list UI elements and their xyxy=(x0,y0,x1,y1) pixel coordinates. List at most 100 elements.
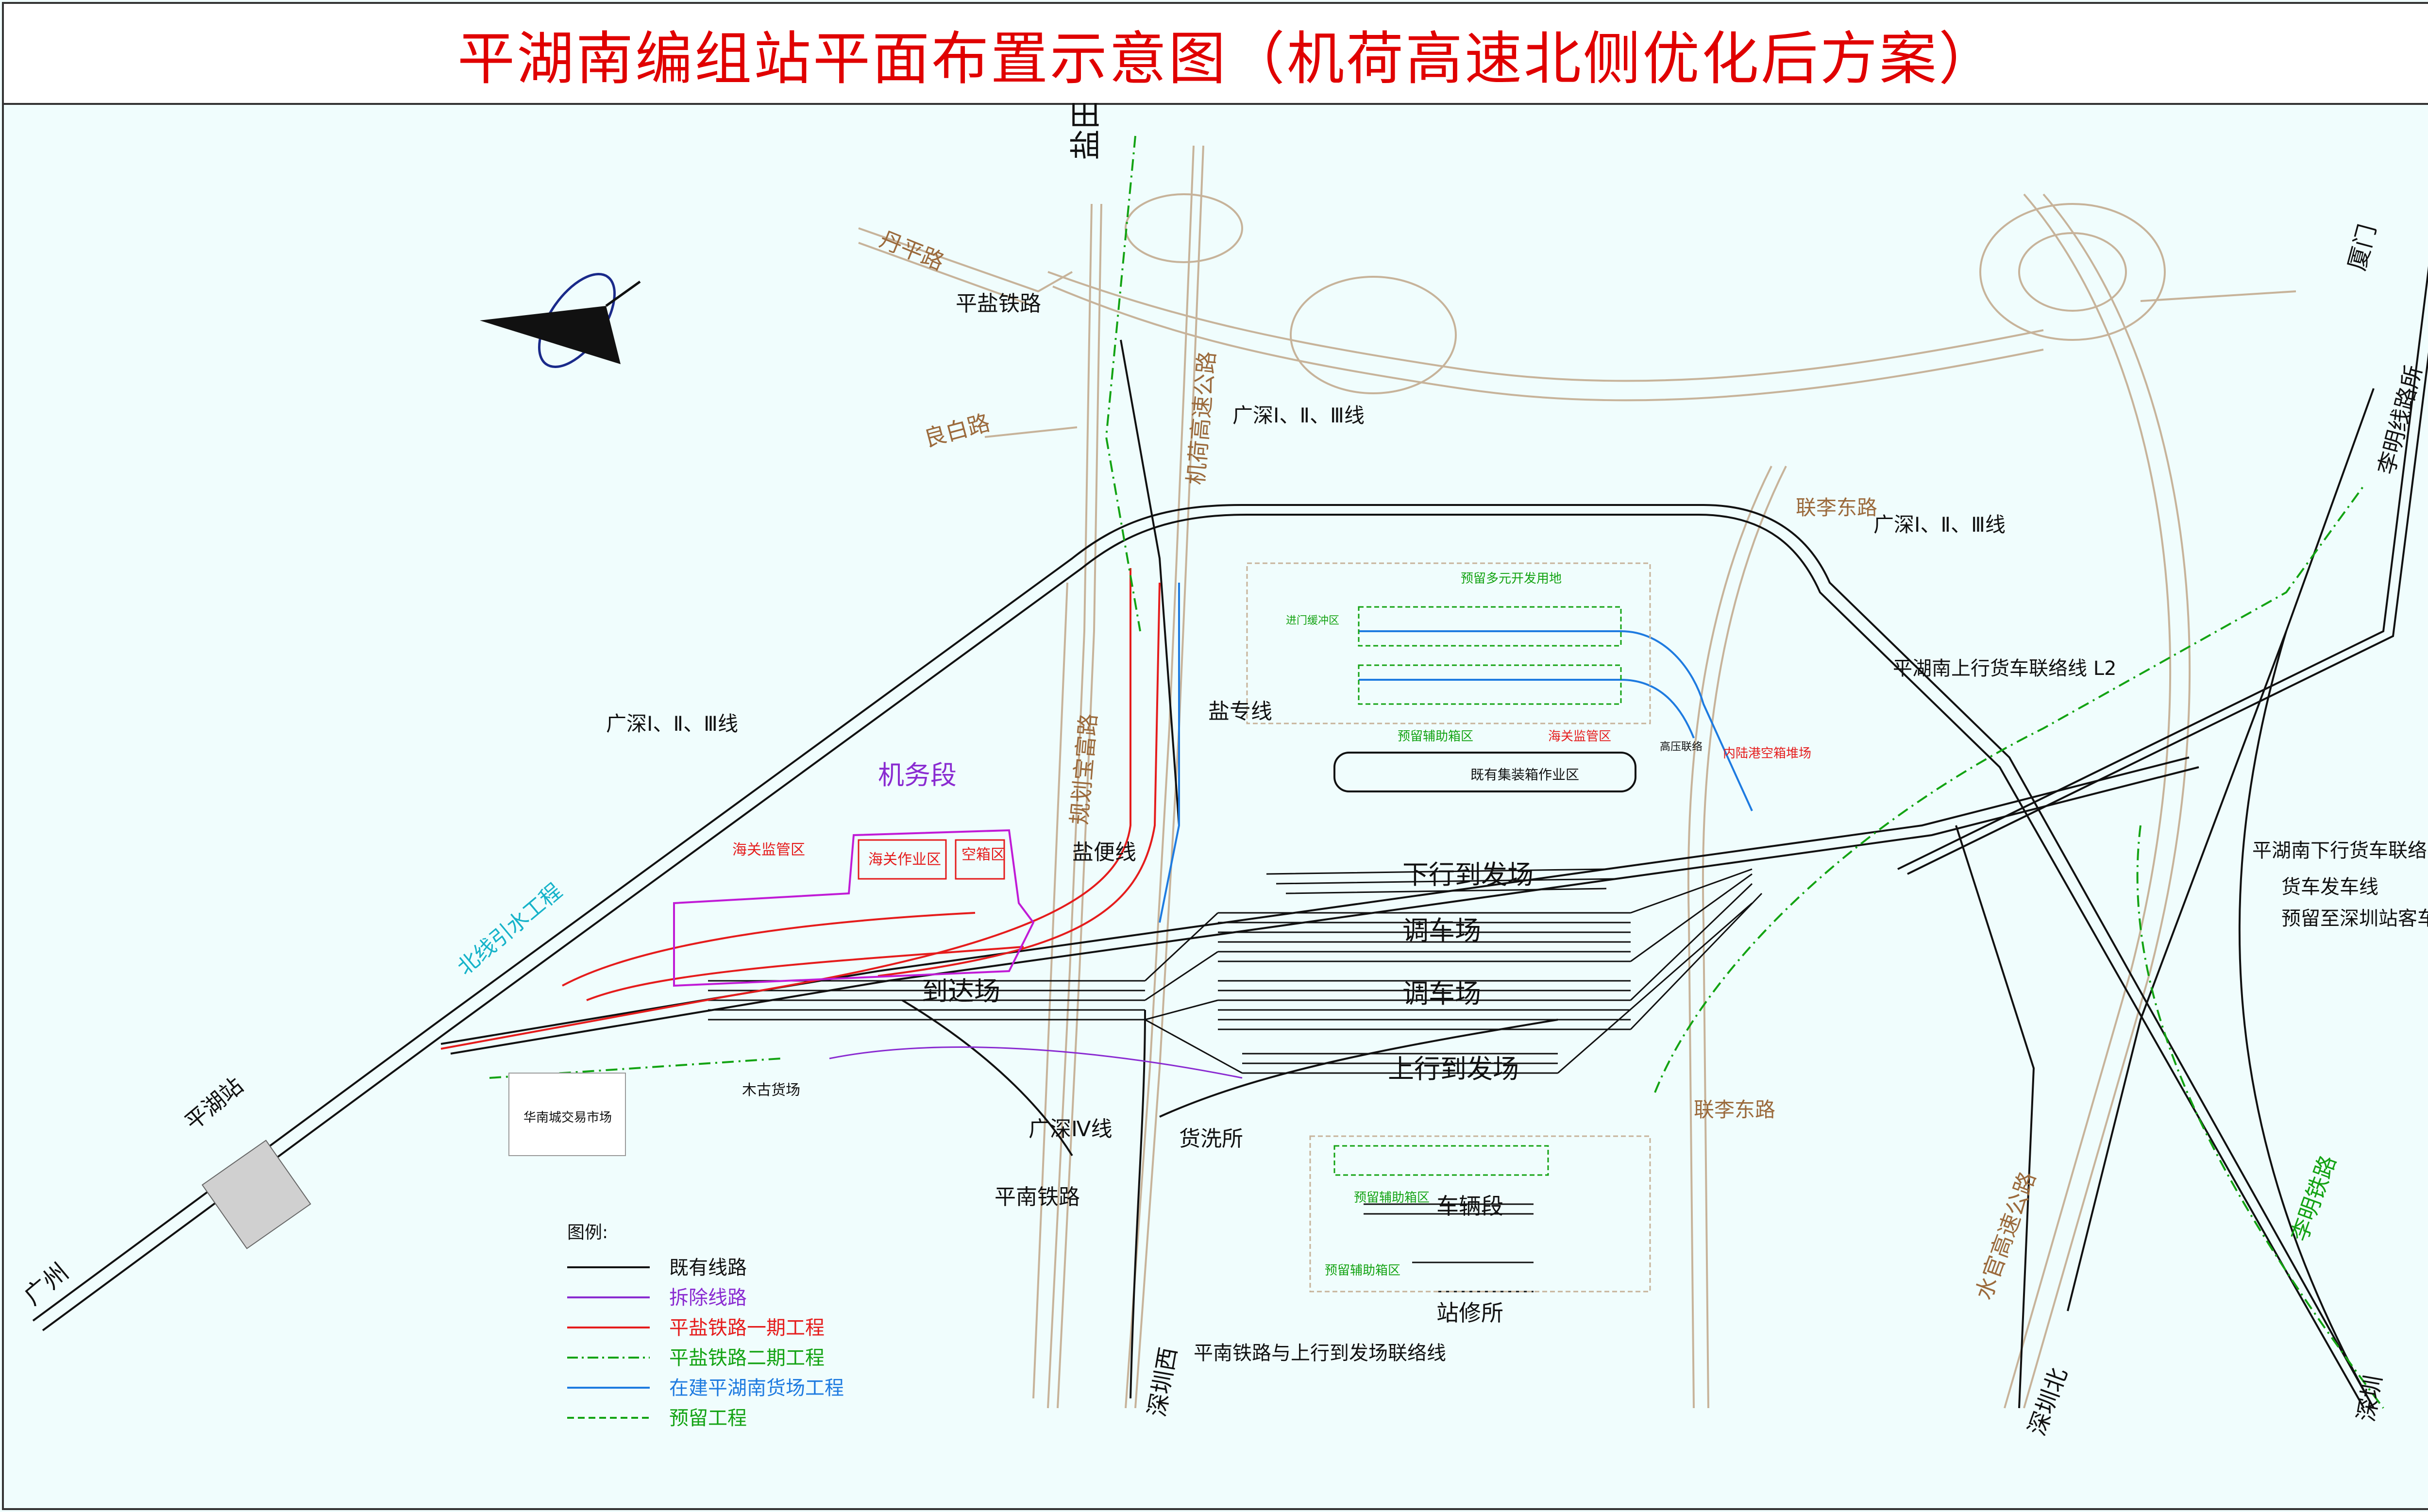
label-planned-road: 规划宝富路 xyxy=(1066,712,1102,826)
label-reserved-aux1: 预留辅助箱区 xyxy=(1398,729,1473,744)
shuiguan-highway-2 xyxy=(2023,193,2191,1409)
interchange-loop-2 xyxy=(1290,276,1457,394)
pingnan-link xyxy=(1159,1019,1558,1118)
label-shuiguan-highway: 水官高速公路 xyxy=(1971,1168,2041,1303)
depot-tracks xyxy=(1364,1203,1534,1293)
customs-work-box xyxy=(858,839,947,880)
jihe-highway-north-2 xyxy=(1052,286,2044,402)
removed-1 xyxy=(829,1046,1243,1079)
huanan-zone xyxy=(508,1073,626,1156)
label-beiyan-water: 北线引水工程 xyxy=(453,879,567,980)
map-area: 盐田港 丹平路 平盐铁路 良白路 机荷高速公路 广深Ⅰ、Ⅱ、Ⅲ线 广深Ⅰ、Ⅱ、Ⅲ… xyxy=(2,103,2428,1510)
container-green-2 xyxy=(1358,664,1622,705)
label-gate-buffer: 进门缓冲区 xyxy=(1286,615,1339,627)
label-pinghu-station: 平湖站 xyxy=(180,1072,248,1135)
label-liming-line: 李明线路所 xyxy=(2373,363,2427,477)
interchange-loop-1 xyxy=(1125,193,1243,263)
label-cargo-wash: 货洗所 xyxy=(1179,1126,1243,1151)
jihe-highway xyxy=(1125,145,1195,1409)
legend-label-4: 在建平湖南货场工程 xyxy=(669,1377,844,1399)
label-guangshen-right: 广深Ⅰ、Ⅱ、Ⅲ线 xyxy=(1873,513,2006,537)
label-reserved-aux3: 预留辅助箱区 xyxy=(1325,1263,1400,1278)
label-liyi-east-top: 联李东路 xyxy=(1796,496,1877,520)
label-customs-work: 海关作业区 xyxy=(868,851,941,868)
east-connector xyxy=(2140,290,2296,302)
phase1-main xyxy=(440,568,1131,1050)
label-up-cargo-l2: 平湖南上行货车联络线 L2 xyxy=(1893,657,2116,680)
phase2-north xyxy=(1105,135,1141,632)
label-pingnan-link: 平南铁路与上行到发场联络线 xyxy=(1194,1342,1446,1364)
phase1-rail xyxy=(440,568,1161,1050)
south-zone xyxy=(1309,1135,1651,1293)
label-existing-container: 既有集装箱作业区 xyxy=(1470,767,1579,783)
construction-rail xyxy=(1159,583,1753,923)
label-reserved-passenger: 预留至深圳站客车联络线 xyxy=(2281,907,2428,930)
label-jiwu-duan: 机务段 xyxy=(878,760,957,790)
yanzhuan-line xyxy=(1120,339,1180,826)
label-danping-road: 丹平路 xyxy=(876,226,948,275)
phase1-branch-2 xyxy=(562,912,976,987)
south-green-1 xyxy=(1333,1145,1549,1176)
label-guangshen-left: 广深Ⅰ、Ⅱ、Ⅲ线 xyxy=(606,712,738,736)
guangshen-main-1 xyxy=(32,504,2375,1409)
label-liming-railway: 李明铁路 xyxy=(2286,1152,2342,1244)
phase1-branch-3 xyxy=(586,946,1024,1001)
label-yanbian-line: 盐便线 xyxy=(1072,840,1136,865)
throat-east xyxy=(1557,868,1763,1074)
up-dispatch-tracks xyxy=(1242,1053,1558,1074)
jihe-highway-north xyxy=(1047,271,2044,382)
label-guangshen-top: 广深Ⅰ、Ⅱ、Ⅲ线 xyxy=(1232,403,1365,427)
jiwu-duan-outline xyxy=(673,829,1035,987)
shuiguan-highway xyxy=(2004,193,2172,1409)
reserved-multi-zone xyxy=(1246,562,1651,724)
label-yantian-port: 盐田港 xyxy=(1068,103,1104,160)
shunting1-tracks xyxy=(1218,912,1631,962)
label-high-voltage: 高压联络 xyxy=(1660,741,1703,753)
container-green-1 xyxy=(1358,606,1622,647)
label-vehicle-depot: 车辆段 xyxy=(1436,1193,1503,1219)
label-reserved-aux2: 预留辅助箱区 xyxy=(1354,1191,1430,1205)
map-labels: 盐田港 丹平路 平盐铁路 良白路 机荷高速公路 广深Ⅰ、Ⅱ、Ⅲ线 广深Ⅰ、Ⅱ、Ⅲ… xyxy=(18,103,2428,1439)
label-down-cargo-l1: 平湖南下行货车联络线 L1 xyxy=(2252,840,2428,862)
label-xiamen: 厦门 xyxy=(2343,221,2381,273)
yard-tracks xyxy=(708,868,1763,1293)
label-shenzhen-north: 深圳北 xyxy=(2023,1364,2073,1439)
label-inland-port: 内陆港空箱堆场 xyxy=(1723,746,1811,761)
label-liangbai-road: 良白路 xyxy=(921,409,993,452)
label-cargo-departure: 货车发车线 xyxy=(2281,876,2378,898)
label-liyi-east-bottom: 联李东路 xyxy=(1694,1098,1775,1122)
label-arrival-yard: 到达场 xyxy=(922,976,1000,1007)
legend-label-2: 平盐铁路一期工程 xyxy=(669,1317,825,1339)
label-pingnan-railway: 平南铁路 xyxy=(995,1185,1080,1210)
liming-line xyxy=(2067,388,2375,1311)
guangshen-main-2 xyxy=(42,514,2365,1409)
xiamen-line-2 xyxy=(1907,352,2428,875)
label-shenzhen-west: 深圳西 xyxy=(1144,1345,1182,1419)
yantian-road xyxy=(1047,203,1093,1409)
interchange-loop-3 xyxy=(1979,203,2166,341)
throat-west xyxy=(1144,912,1243,1074)
pinghu-station-block xyxy=(202,1140,311,1249)
legend-label-5: 预留工程 xyxy=(669,1407,747,1429)
title-bar: 平湖南编组站平面布置示意图（机荷高速北侧优化后方案） xyxy=(2,2,2428,105)
label-yanzhuan-line: 盐专线 xyxy=(1208,699,1272,724)
label-jihe-highway: 机荷高速公路 xyxy=(1182,350,1220,486)
label-guangshen-iv: 广深Ⅳ线 xyxy=(1029,1117,1113,1142)
shenzhen-north-line xyxy=(1955,825,2035,1409)
label-guangzhou: 广州 xyxy=(18,1258,74,1310)
label-station-repair: 站修所 xyxy=(1436,1300,1503,1326)
empty-box-zone xyxy=(955,839,1005,880)
phase2-south xyxy=(2136,825,2384,1409)
removed-rail xyxy=(829,1046,1243,1079)
label-empty-box: 空箱区 xyxy=(961,846,1005,863)
legend-label-0: 既有线路 xyxy=(669,1257,747,1279)
label-reserved-multi: 预留多元开发用地 xyxy=(1461,571,1562,586)
legend-label-1: 拆除线路 xyxy=(669,1287,747,1309)
label-shunting2: 调车场 xyxy=(1402,978,1481,1009)
existing-rail xyxy=(32,266,2428,1409)
label-shunting1: 调车场 xyxy=(1402,915,1481,946)
blue-yard-2 xyxy=(1359,679,1695,739)
label-customs-area: 海关监管区 xyxy=(732,841,805,858)
